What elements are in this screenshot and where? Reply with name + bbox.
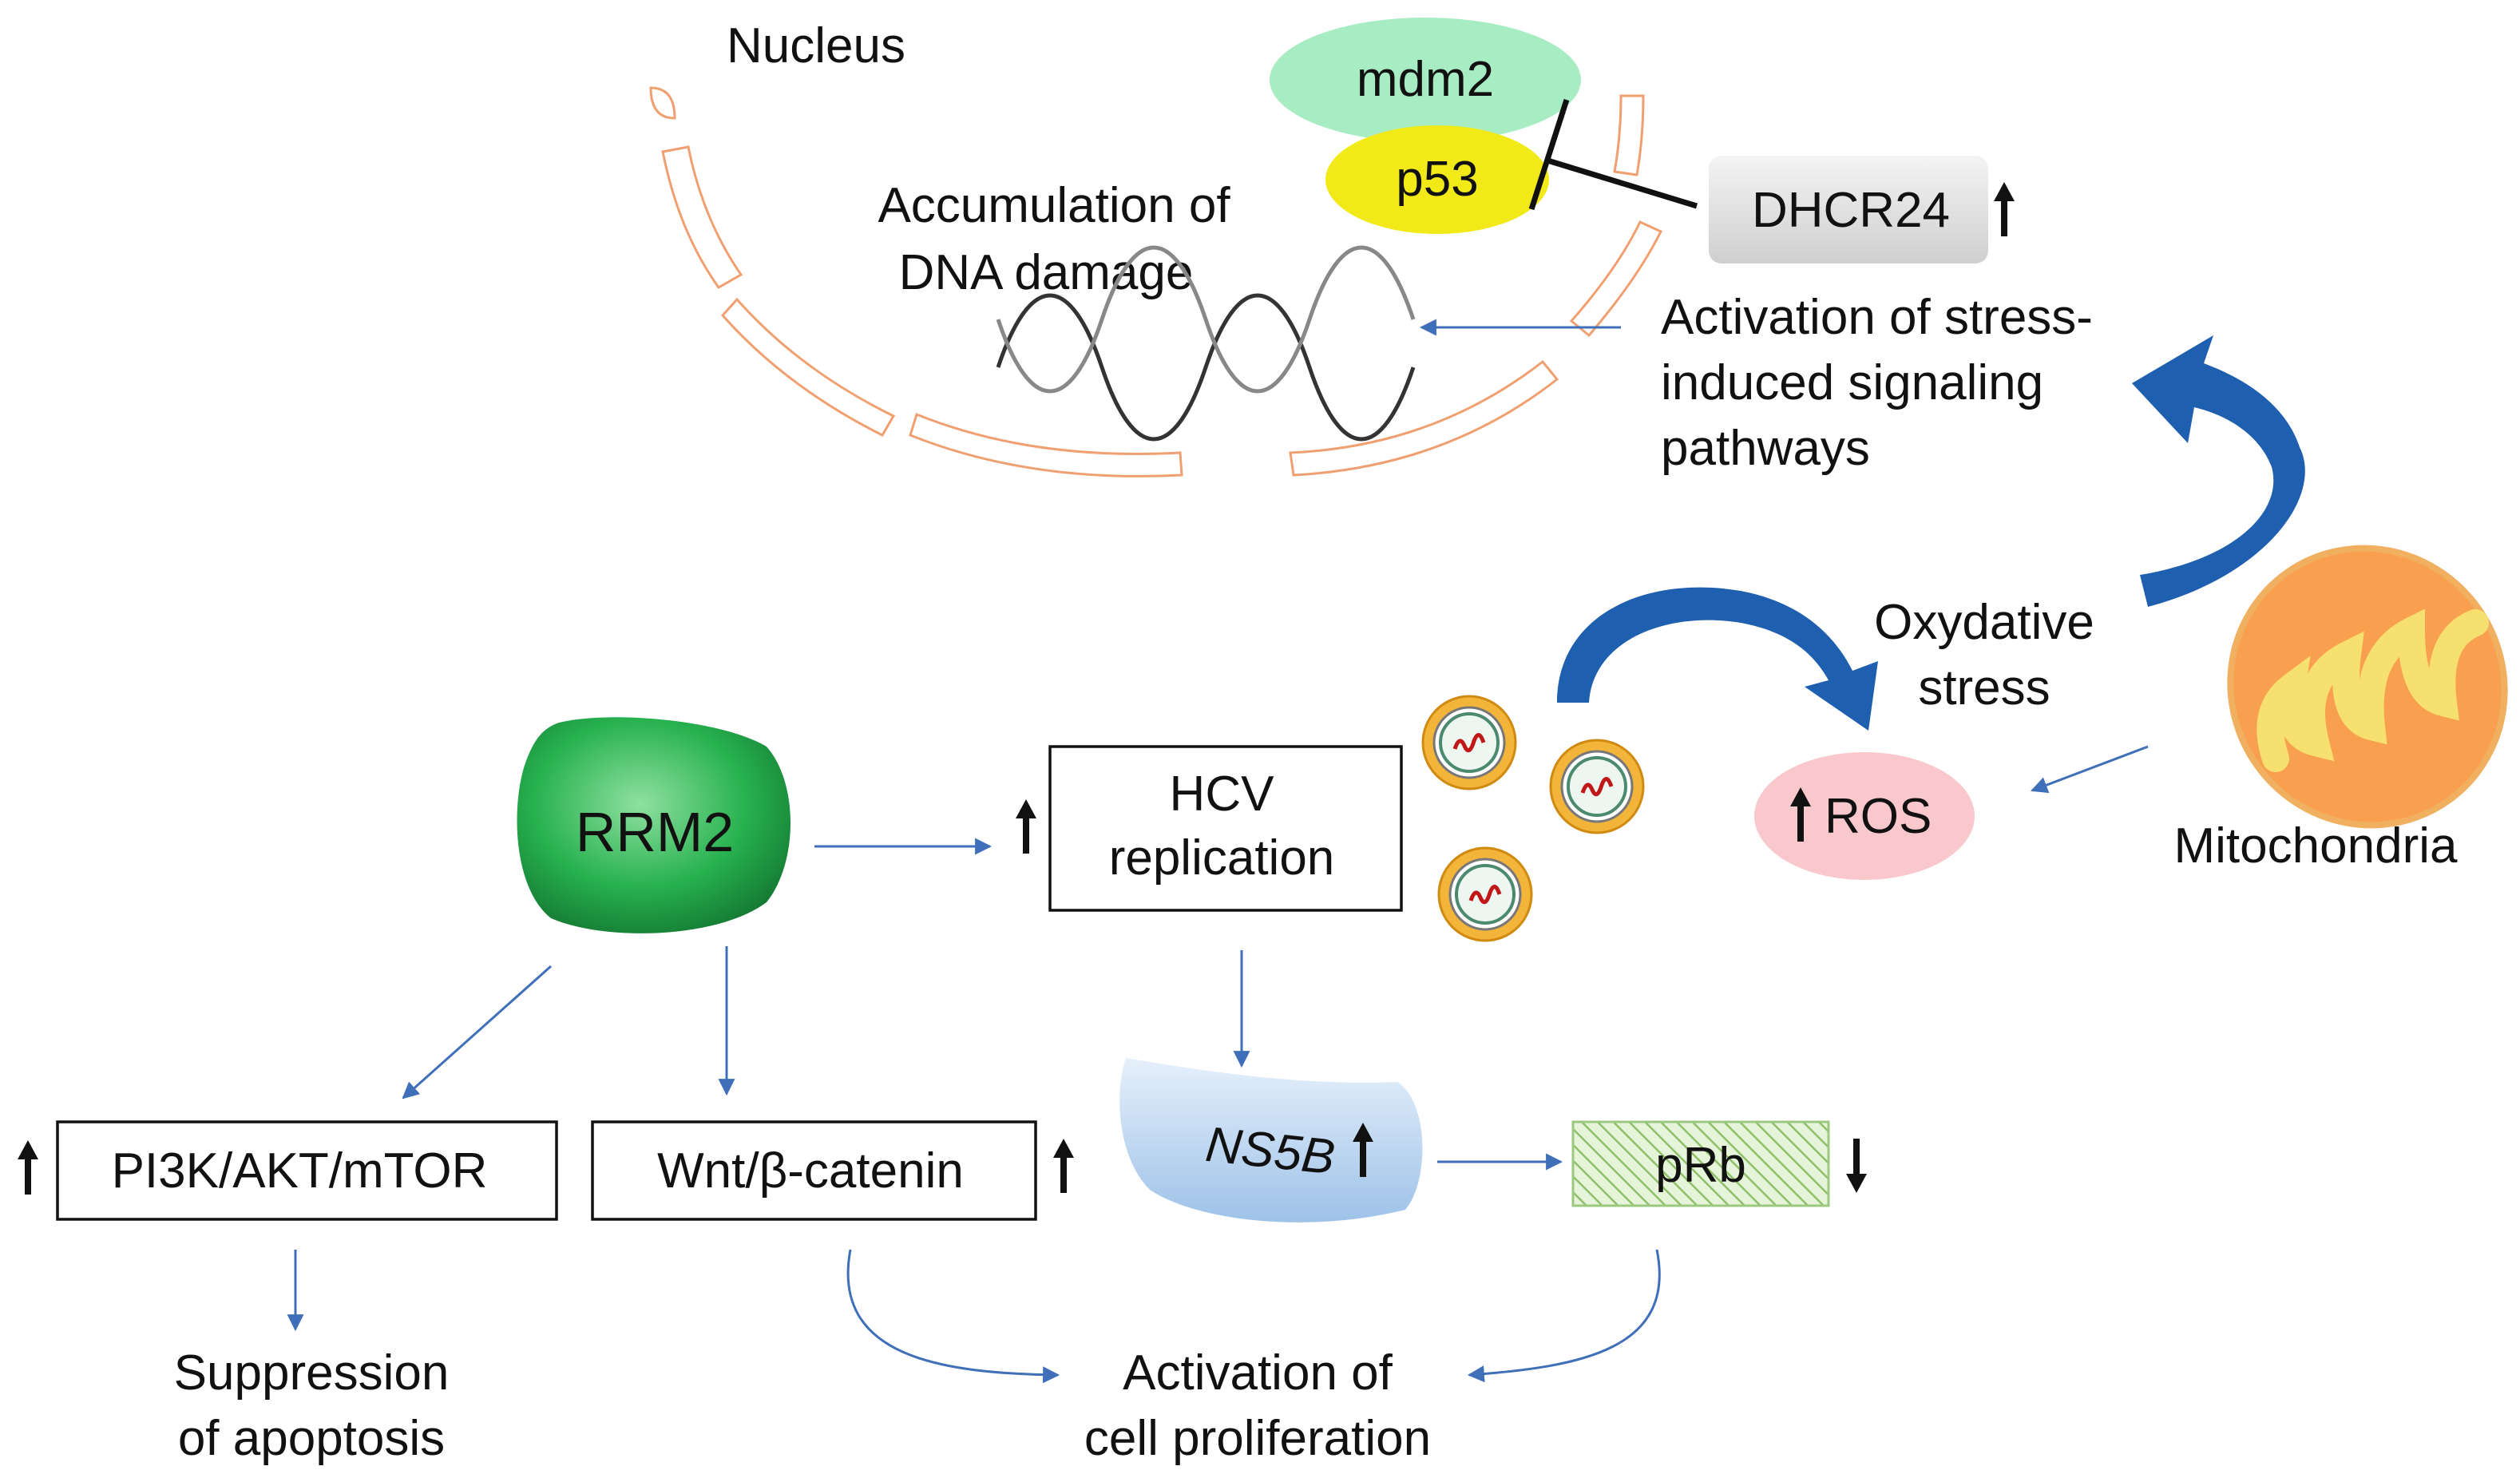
dna-helix-icon bbox=[996, 245, 1416, 442]
mdm2-ellipse bbox=[1270, 18, 1581, 142]
pi3k-up-arrow-icon bbox=[18, 1140, 38, 1195]
stress-label-line3: pathways bbox=[1661, 421, 1870, 476]
prb-down-arrow-icon bbox=[1846, 1139, 1867, 1193]
p53-label: p53 bbox=[1396, 152, 1478, 207]
prb-label: pRb bbox=[1655, 1138, 1746, 1193]
stress-label-line1: Activation of stress- bbox=[1661, 290, 2093, 345]
mitochondria-label: Mitochondria bbox=[2174, 818, 2458, 874]
dhcr24-box bbox=[1709, 156, 1988, 263]
pi3k-box bbox=[56, 1120, 558, 1221]
ros-ellipse bbox=[1754, 752, 1975, 880]
wnt-to-proliferation-arrow bbox=[846, 1249, 1060, 1384]
dhcr24-up-arrow-icon bbox=[1994, 182, 2015, 236]
oxidative-label-line2: stress bbox=[1918, 660, 2050, 715]
virus-to-ros-curved-arrow bbox=[1557, 587, 1878, 731]
prb-to-proliferation-arrow bbox=[1467, 1249, 1661, 1383]
nucleus-membrane bbox=[649, 86, 1663, 477]
wnt-label: Wnt/β-catenin bbox=[657, 1143, 964, 1199]
mito-to-ros-arrow bbox=[2031, 745, 2149, 794]
ns5b-shape bbox=[1119, 1058, 1423, 1222]
suppression-label-line1: Suppression bbox=[174, 1345, 450, 1401]
rrm2-shape bbox=[517, 717, 790, 933]
hcv-virus-icon bbox=[1423, 696, 1516, 789]
hcv-label-line2: replication bbox=[1109, 830, 1335, 886]
mitochondria-icon bbox=[2227, 545, 2508, 829]
inhibition-line bbox=[1528, 98, 1698, 211]
hcv-up-arrow-icon bbox=[1016, 799, 1036, 854]
accumulation-label-line2: DNA damage bbox=[899, 245, 1194, 300]
mito-to-stress-curved-arrow bbox=[2132, 335, 2305, 607]
wnt-box bbox=[591, 1120, 1037, 1221]
hcv-label-line1: HCV bbox=[1170, 767, 1275, 822]
rrm2-label: RRM2 bbox=[576, 801, 734, 863]
ros-label: ROS bbox=[1825, 789, 1932, 844]
nucleus-label: Nucleus bbox=[727, 18, 905, 73]
mdm2-label: mdm2 bbox=[1357, 52, 1494, 107]
rrm2-to-pi3k-arrow bbox=[402, 965, 552, 1100]
pi3k-label: PI3K/AKT/mTOR bbox=[112, 1143, 488, 1199]
oxidative-label-line1: Oxydative bbox=[1874, 595, 2094, 650]
proliferation-label-line1: Activation of bbox=[1123, 1345, 1393, 1401]
suppression-label-line2: of apoptosis bbox=[178, 1411, 445, 1466]
hcv-virus-icon bbox=[1551, 740, 1643, 833]
dhcr24-label: DHCR24 bbox=[1752, 183, 1950, 238]
wnt-up-arrow-icon bbox=[1053, 1139, 1074, 1193]
p53-ellipse bbox=[1325, 125, 1549, 234]
accumulation-label-line1: Accumulation of bbox=[878, 178, 1230, 233]
ns5b-label: NS5B bbox=[1203, 1117, 1337, 1186]
proliferation-label-line2: cell proliferation bbox=[1084, 1411, 1431, 1466]
hcv-replication-box bbox=[1048, 745, 1403, 912]
stress-label-line2: induced signaling bbox=[1661, 355, 2043, 410]
hcv-virus-icon bbox=[1439, 848, 1531, 941]
prb-box bbox=[1571, 1120, 1830, 1207]
